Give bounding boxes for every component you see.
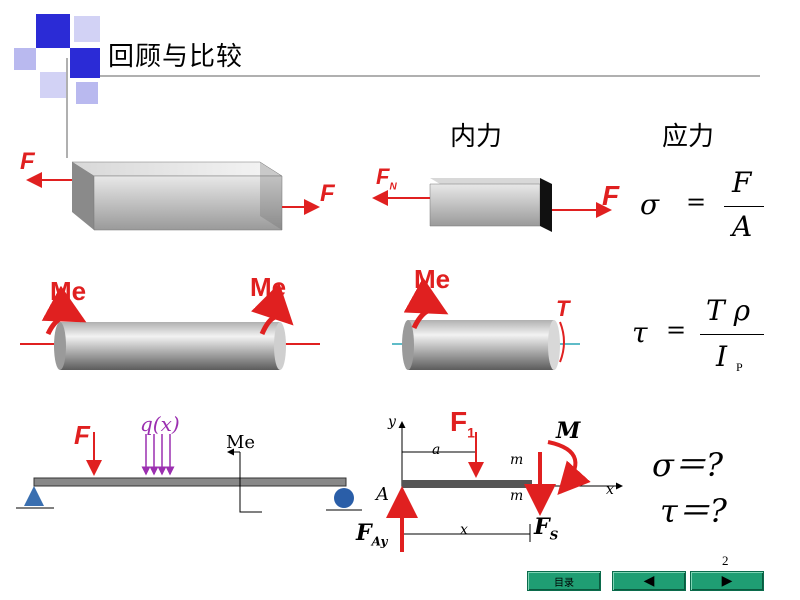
header-stress: 应力 [662,122,715,152]
moment-arc-right [251,283,294,336]
label-beam-Me: Me [226,432,256,453]
bar-section [429,178,552,232]
label-FS: FS [534,514,559,543]
prev-button[interactable]: ◀ [612,571,686,591]
formula-sigma-unknown: σ＝? [652,446,724,484]
prev-icon: ◀ [643,573,655,589]
torque-arc-section [559,321,565,363]
formula-tau-unknown: τ＝? [660,492,727,530]
label-a: a [432,442,441,458]
label-F1: F1 [450,406,475,441]
label-F-left: F [20,148,35,175]
moment-arc-left [41,285,87,336]
formula-tau: τ = T ρ I P [630,292,790,382]
label-beam-q: q(x) [140,412,180,436]
moment-arc-section [403,277,449,330]
shaft-section [402,320,560,370]
bar-long [71,161,283,231]
label-M: M [556,418,581,444]
beam-body [33,477,347,487]
label-A: A [376,484,389,505]
pin-support [24,486,44,506]
label-Me-right: Me [250,272,287,302]
label-m-top: m [510,452,524,468]
label-Me-section: Me [414,264,451,294]
toc-button[interactable]: 目录 [527,571,601,591]
label-x-axis: x [606,482,614,498]
label-FAy: FAy [356,520,388,549]
label-Me-left: Me [50,276,87,306]
label-FN: FN [376,164,397,193]
next-icon: ▶ [721,573,733,589]
label-F-section: F [602,180,620,211]
label-T: T [556,296,570,321]
label-beam-F: F [74,420,90,450]
next-button[interactable]: ▶ [690,571,764,591]
beam-segment [402,480,532,488]
torsion-shaft-figure [20,277,580,370]
label-F-right: F [320,180,335,207]
title-vertical-line [66,58,68,158]
shaft-long [54,322,286,370]
slide-title: 回顾与比较 [108,42,244,72]
label-m-bottom: m [510,488,524,504]
roller-support [334,488,354,508]
beam-figure [16,421,623,552]
formula-sigma: σ = F A [636,166,776,246]
page-number: 2 [722,553,729,568]
label-y: y [388,414,396,430]
label-x-dim: x [460,522,468,538]
title-underline [100,75,760,77]
header-internal-force: 内力 [450,122,503,152]
moment-Me-symbol [239,452,262,513]
bending-moment-arc [547,440,591,495]
axial-bar-figure [26,161,612,232]
